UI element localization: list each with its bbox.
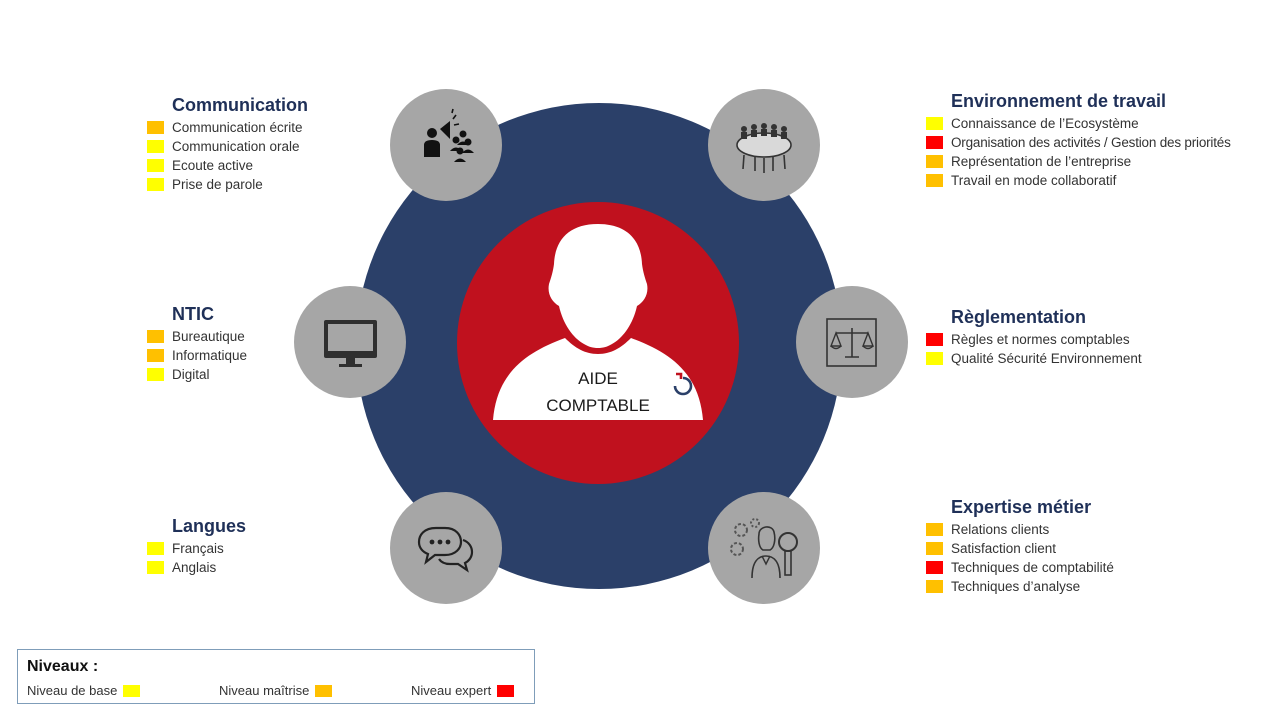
level-swatch <box>147 121 164 134</box>
skill-item: Ecoute active <box>147 156 308 175</box>
skill-label: Travail en mode collaboratif <box>951 173 1117 188</box>
skill-item: Connaissance de l’Ecosystème <box>926 114 1231 133</box>
group-communication: Communication Communication écrite Commu… <box>147 94 308 194</box>
skill-label: Qualité Sécurité Environnement <box>951 351 1142 366</box>
skill-item: Techniques de comptabilité <box>926 558 1114 577</box>
scales-icon <box>826 318 877 367</box>
skill-item: Informatique <box>147 346 247 365</box>
legend-item-expert: Niveau expert <box>411 683 515 698</box>
skill-item: Travail en mode collaboratif <box>926 171 1231 190</box>
legend-swatch <box>123 684 141 697</box>
group-title: Expertise métier <box>951 497 1092 517</box>
group-title: Environnement de travail <box>951 91 1167 111</box>
skill-item: Français <box>147 539 246 558</box>
skill-label: Satisfaction client <box>951 541 1057 556</box>
skill-label: Relations clients <box>951 522 1050 537</box>
level-swatch <box>147 349 164 362</box>
legend-item-maitrise: Niveau maîtrise <box>219 683 333 698</box>
skill-label: Ecoute active <box>172 158 254 173</box>
skill-item: Communication écrite <box>147 118 308 137</box>
legend-label: Niveau maîtrise <box>219 683 310 698</box>
legend-label: Niveau expert <box>411 683 492 698</box>
group-title: Communication <box>172 95 309 115</box>
skill-item: Anglais <box>147 558 246 577</box>
skill-label: Anglais <box>172 560 217 575</box>
level-swatch <box>926 561 943 574</box>
legend-title: Niveaux : <box>27 658 99 675</box>
level-swatch <box>147 542 164 555</box>
role-circle: AIDE COMPTABLE <box>457 202 739 484</box>
skill-item: Organisation des activités / Gestion des… <box>926 133 1231 152</box>
node-communication <box>390 89 502 201</box>
skill-label: Techniques d’analyse <box>951 579 1081 594</box>
level-swatch <box>926 117 943 130</box>
level-swatch <box>926 174 943 187</box>
level-swatch <box>926 580 943 593</box>
role-title-line1: AIDE <box>578 369 618 388</box>
level-swatch <box>926 542 943 555</box>
meeting-table-icon <box>736 123 792 173</box>
speaker-group-icon <box>424 108 474 162</box>
level-swatch <box>147 368 164 381</box>
skill-item: Communication orale <box>147 137 308 156</box>
group-title: Règlementation <box>951 307 1087 327</box>
skill-label: Techniques de comptabilité <box>951 560 1114 575</box>
role-title-line2: COMPTABLE <box>546 396 650 415</box>
level-swatch <box>147 178 164 191</box>
group-ntic: NTIC Bureautique Informatique Digital <box>147 303 247 384</box>
expert-magnifier-icon <box>730 518 798 579</box>
level-swatch <box>926 523 943 536</box>
skill-item: Relations clients <box>926 520 1114 539</box>
level-swatch <box>147 330 164 343</box>
level-swatch <box>926 333 943 346</box>
skill-label: Prise de parole <box>172 177 263 192</box>
skill-label: Connaissance de l’Ecosystème <box>951 116 1139 131</box>
skill-label: Représentation de l’entreprise <box>951 154 1132 169</box>
legend-swatch <box>315 684 333 697</box>
brand-logo-icon <box>673 372 693 396</box>
skill-item: Digital <box>147 365 247 384</box>
node-langues <box>390 492 502 604</box>
levels-legend: Niveaux : Niveau de base Niveau maîtrise… <box>17 649 535 704</box>
group-title: Langues <box>172 516 247 536</box>
group-reglementation: Règlementation Règles et normes comptabl… <box>926 306 1142 368</box>
monitor-icon <box>324 320 377 367</box>
node-expertise <box>708 492 820 604</box>
node-reglementation <box>796 286 908 398</box>
level-swatch <box>926 136 943 149</box>
level-swatch <box>926 352 943 365</box>
group-environnement: Environnement de travail Connaissance de… <box>926 90 1231 190</box>
skill-label: Communication écrite <box>172 120 303 135</box>
level-swatch <box>926 155 943 168</box>
skill-label: Organisation des activités / Gestion des… <box>951 135 1231 150</box>
person-silhouette-icon <box>493 224 703 420</box>
skill-label: Informatique <box>172 348 248 363</box>
group-title: NTIC <box>172 304 214 324</box>
group-langues: Langues Français Anglais <box>147 515 246 577</box>
group-expertise: Expertise métier Relations clients Satis… <box>926 496 1114 596</box>
skill-label: Communication orale <box>172 139 300 154</box>
skill-item: Règles et normes comptables <box>926 330 1142 349</box>
skill-label: Français <box>172 541 224 556</box>
legend-item-base: Niveau de base <box>27 683 141 698</box>
skill-item: Prise de parole <box>147 175 308 194</box>
node-ntic <box>294 286 406 398</box>
skill-label: Bureautique <box>172 329 245 344</box>
skill-item: Techniques d’analyse <box>926 577 1114 596</box>
skill-label: Digital <box>172 367 210 382</box>
skill-item: Qualité Sécurité Environnement <box>926 349 1142 368</box>
skill-item: Satisfaction client <box>926 539 1114 558</box>
role-title: AIDE COMPTABLE <box>457 365 739 419</box>
node-environnement <box>708 89 820 201</box>
legend-label: Niveau de base <box>27 683 118 698</box>
level-swatch <box>147 561 164 574</box>
level-swatch <box>147 159 164 172</box>
level-swatch <box>147 140 164 153</box>
skill-item: Représentation de l’entreprise <box>926 152 1231 171</box>
skill-label: Règles et normes comptables <box>951 332 1130 347</box>
skill-item: Bureautique <box>147 327 247 346</box>
chat-bubbles-icon <box>417 526 474 573</box>
legend-swatch <box>497 684 515 697</box>
